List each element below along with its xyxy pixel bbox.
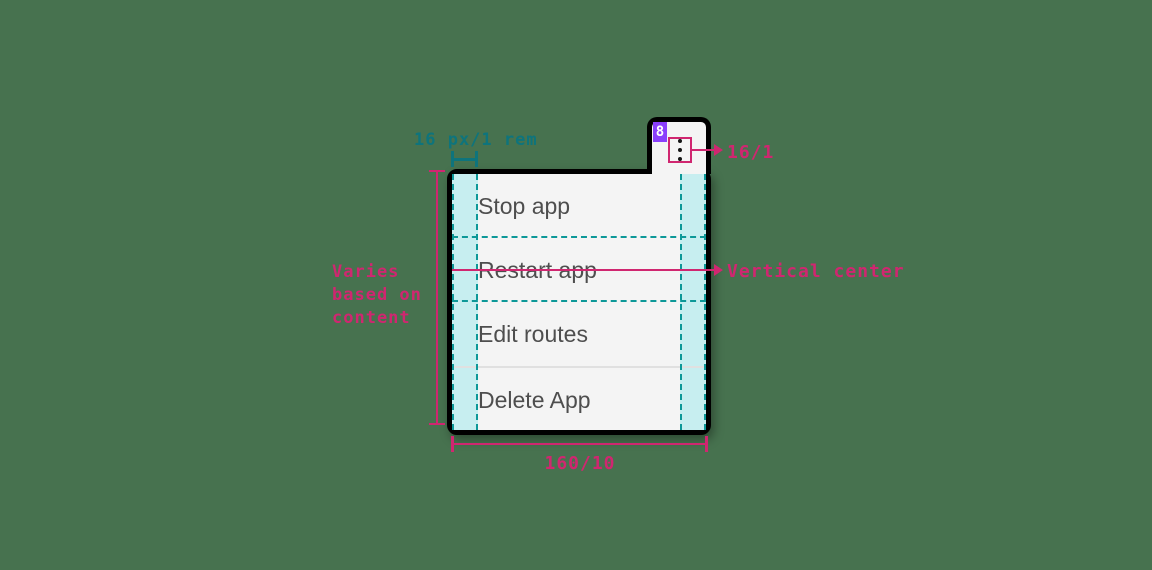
right-padding-column (680, 174, 706, 430)
trigger-icon-highlight-box (668, 137, 692, 163)
bracket-line (451, 158, 478, 161)
width-measure-right-cap (705, 436, 708, 452)
height-varies-label: Varies based on content (332, 262, 422, 328)
left-padding-column (452, 174, 478, 430)
item-boundary-dash-bottom (452, 300, 706, 302)
height-measure-top-cap (429, 170, 445, 172)
vertical-center-label: Vertical center (727, 261, 905, 282)
overflow-menu-vertical-icon (678, 139, 682, 143)
trigger-size-arrow (714, 144, 723, 156)
menu-item-label: Edit routes (478, 321, 588, 347)
vertical-center-line (452, 269, 714, 271)
width-measure-line (452, 443, 708, 445)
padding-measurement-bracket (451, 151, 478, 167)
spec-number-badge: 8 (653, 122, 667, 142)
menu-item-list: Stop app Restart app Edit routes Delete … (452, 174, 706, 430)
width-measure-left-cap (451, 436, 454, 452)
left-padding-inner-dash (476, 174, 478, 430)
width-label: 160/10 (544, 453, 616, 474)
menu-item[interactable]: Delete App (452, 366, 706, 430)
height-measure-line (436, 171, 438, 424)
trigger-size-leader-line (692, 149, 714, 151)
overflow-menu: Stop app Restart app Edit routes Delete … (447, 169, 711, 435)
overflow-menu-trigger[interactable]: 8 (647, 117, 711, 174)
right-padding-outer-dash (704, 174, 706, 430)
height-measure-bottom-cap (429, 423, 445, 425)
menu-item-label: Delete App (478, 387, 591, 413)
item-boundary-dash-top (452, 236, 706, 238)
padding-measurement-label: 16 px/1 rem (414, 130, 538, 150)
left-padding-outer-dash (452, 174, 454, 430)
overflow-menu-vertical-icon (678, 157, 682, 161)
vertical-center-arrow (714, 264, 723, 276)
trigger-size-label: 16/1 (727, 142, 775, 163)
overflow-menu-vertical-icon (678, 148, 682, 152)
overflow-menu-inner: Stop app Restart app Edit routes Delete … (452, 174, 706, 430)
menu-item[interactable]: Edit routes (452, 302, 706, 366)
menu-item[interactable]: Stop app (452, 174, 706, 238)
right-padding-inner-dash (680, 174, 682, 430)
menu-item-label: Stop app (478, 193, 571, 219)
